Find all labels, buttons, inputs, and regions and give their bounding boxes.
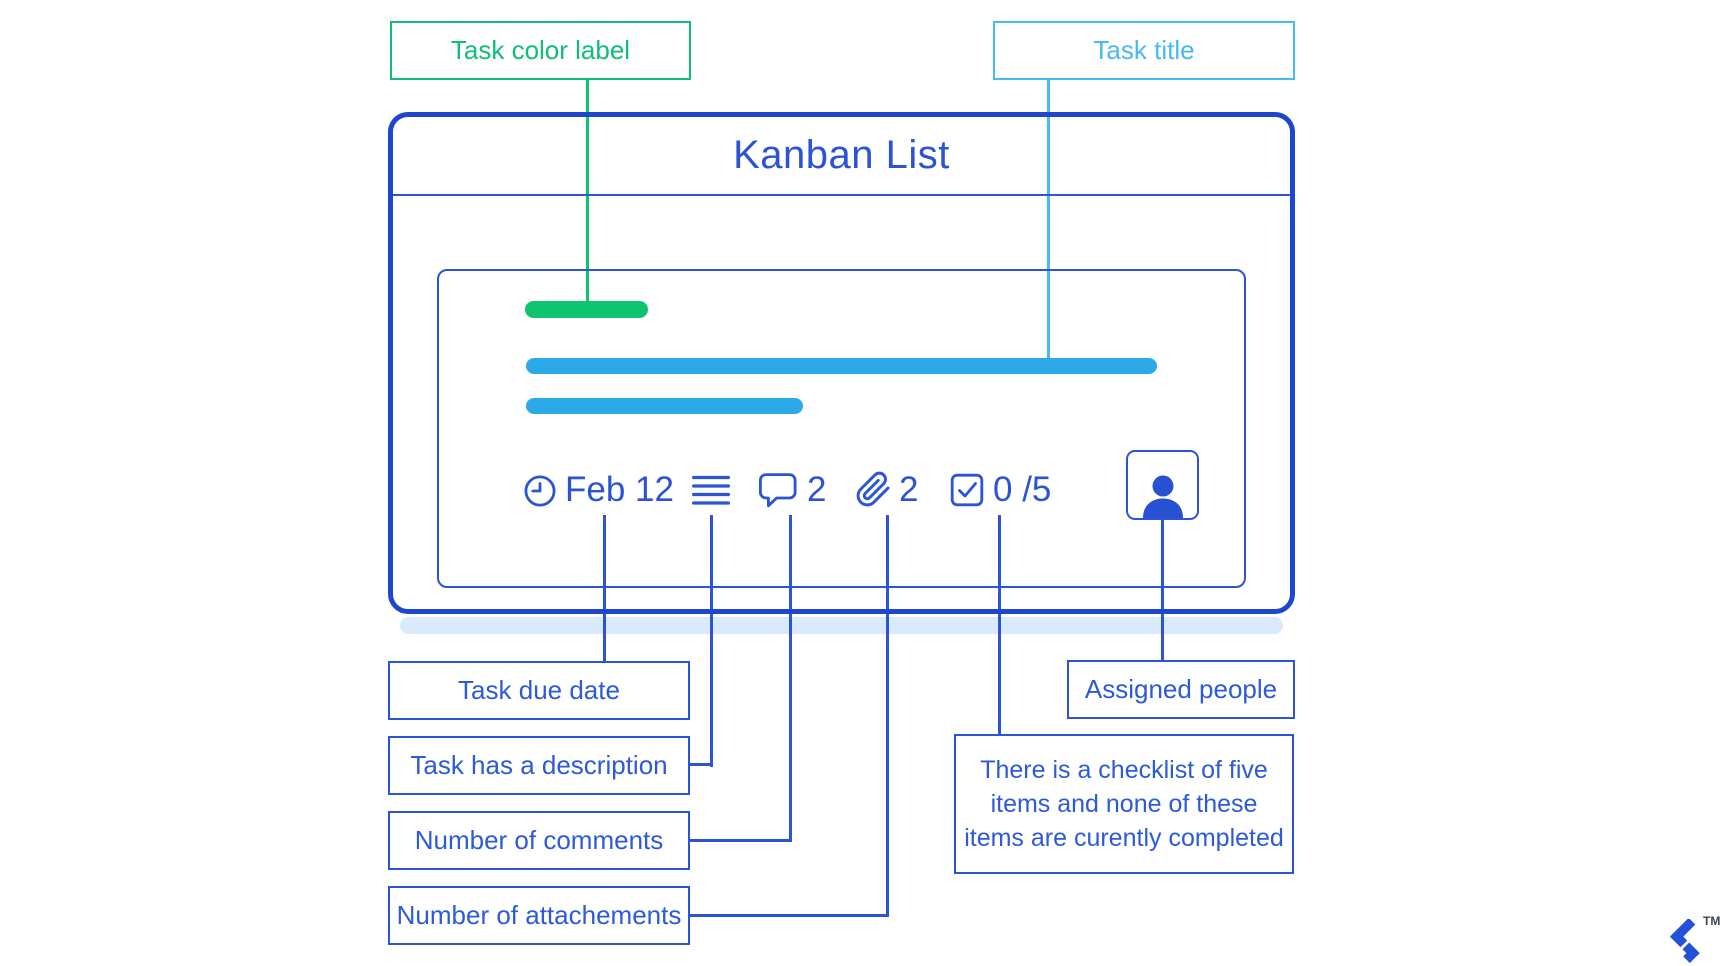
title-placeholder-bar-2 xyxy=(526,398,803,414)
callout-checklist-note-line2: items and none of these xyxy=(990,790,1258,818)
callout-task-has-description-text: Task has a description xyxy=(410,750,668,780)
checkbox-icon xyxy=(950,473,984,507)
connector-attachments xyxy=(886,515,889,917)
comment-bubble-icon xyxy=(759,473,797,508)
attachments-count: 2 xyxy=(899,470,919,509)
callout-assigned-people: Assigned people xyxy=(1067,660,1295,719)
paperclip-icon xyxy=(855,471,892,508)
callout-task-color-label: Task color label xyxy=(390,21,691,80)
clock-icon xyxy=(523,474,557,508)
callout-task-due-date: Task due date xyxy=(388,661,690,720)
due-date-text: Feb 12 xyxy=(565,470,674,509)
kanban-list-panel: Kanban List xyxy=(388,112,1295,614)
trademark-text: TM xyxy=(1703,914,1720,928)
person-icon xyxy=(1142,475,1183,518)
color-label-bar xyxy=(525,301,648,318)
callout-number-of-comments: Number of comments xyxy=(388,811,690,870)
toptal-logo-icon xyxy=(1669,917,1703,964)
connector-assigned xyxy=(1161,518,1164,663)
callout-task-title-text: Task title xyxy=(1093,35,1195,65)
connector-description xyxy=(710,515,713,767)
callout-assigned-people-text: Assigned people xyxy=(1084,674,1278,704)
connector-task-title xyxy=(1047,80,1050,358)
callout-task-color-label-text: Task color label xyxy=(450,35,631,65)
callout-task-has-description: Task has a description xyxy=(388,736,690,795)
comments-count: 2 xyxy=(807,470,827,509)
kanban-list-header: Kanban List xyxy=(393,117,1290,196)
connector-attachments-elbow xyxy=(690,914,889,917)
connector-color-label xyxy=(586,80,589,301)
callout-task-due-date-text: Task due date xyxy=(458,675,620,705)
callout-checklist-note-line1: There is a checklist of five xyxy=(980,756,1268,784)
page-title: Kanban List xyxy=(733,133,950,177)
callout-number-of-attachments: Number of attachements xyxy=(388,886,690,945)
connector-due-date xyxy=(603,515,606,663)
title-placeholder-bar-1 xyxy=(526,358,1157,374)
avatar xyxy=(1126,450,1199,520)
connector-comments xyxy=(789,515,792,842)
callout-number-of-comments-text: Number of comments xyxy=(414,825,664,855)
callout-checklist-note: There is a checklist of five items and n… xyxy=(954,734,1294,874)
connector-description-elbow xyxy=(690,763,713,766)
callout-task-title: Task title xyxy=(993,21,1295,80)
kanban-task-card xyxy=(437,269,1246,588)
callout-number-of-attachments-text: Number of attachements xyxy=(396,900,682,930)
checklist-progress: 0 /5 xyxy=(993,470,1052,509)
connector-comments-elbow xyxy=(690,839,792,842)
callout-checklist-note-line3: items are curently completed xyxy=(964,824,1284,852)
card-shadow xyxy=(400,617,1283,634)
description-lines-icon xyxy=(692,475,731,506)
connector-checklist xyxy=(998,515,1001,737)
